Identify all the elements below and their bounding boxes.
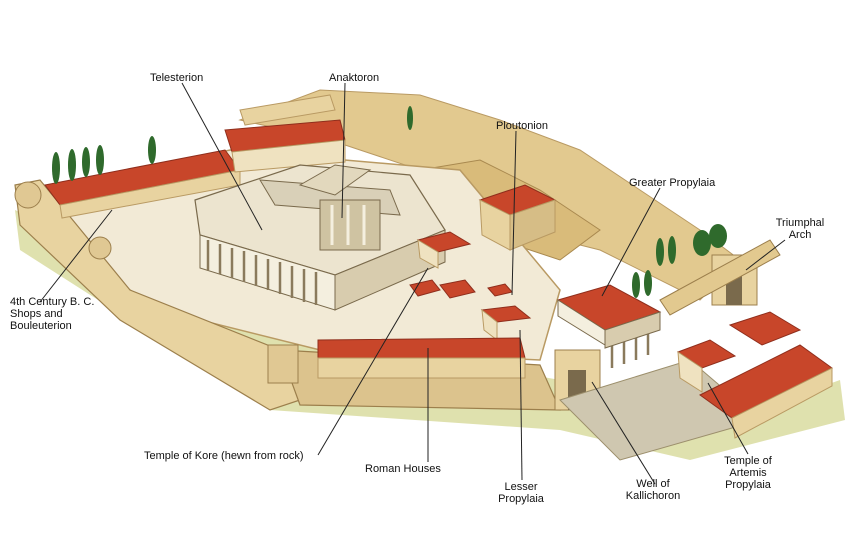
leader-ploutonion (511, 130, 517, 296)
label-triumphal-arch-line2: Arch (788, 229, 812, 241)
cypress-tree (96, 145, 104, 175)
leader-telesterion (181, 82, 263, 231)
cypress-tree (693, 230, 711, 256)
label-lesser-propylaia: Lesser Propylaia (490, 481, 552, 505)
leader-lines (39, 82, 786, 485)
label-anaktoron: Anaktoron (329, 72, 380, 84)
label-artemis-line2: Artemis (729, 467, 767, 479)
label-triumphal-arch: Triumphal Arch (772, 217, 828, 241)
cypress-tree (709, 224, 727, 248)
label-well-line1: Well of (636, 478, 670, 490)
cypress-tree (644, 270, 652, 296)
label-lesser-line1: Lesser (504, 481, 538, 493)
label-artemis-line3: Propylaia (725, 479, 771, 491)
label-temple-of-artemis: Temple of Artemis Propylaia (712, 455, 784, 491)
anaktoron-chamber (298, 164, 372, 196)
label-telesterion: Telesterion (150, 72, 204, 84)
cypress-tree (632, 272, 640, 298)
label-greater-propylaia: Greater Propylaia (629, 177, 716, 189)
small-temple-body (417, 239, 439, 269)
southeast-stoa-front (731, 367, 833, 439)
east-wall (659, 239, 781, 316)
label-shops-line1: 4th Century B. C. (10, 296, 95, 308)
label-ploutonion: Ploutonion (496, 120, 548, 132)
wall-tower-southwest (88, 236, 112, 260)
cypress-tree (407, 106, 413, 130)
cypress-tree (82, 147, 90, 177)
leader-anaktoron (341, 82, 346, 219)
north-stoa-front (231, 139, 346, 173)
label-well-line2: Kallichoron (625, 490, 681, 502)
cypress-tree (52, 152, 60, 184)
anaktoron (319, 199, 381, 251)
leader-well (591, 381, 656, 485)
telesterion-side (334, 229, 446, 311)
label-well-of-kallichoron: Well of Kallichoron (612, 478, 694, 502)
wall-tower-south (267, 344, 299, 384)
label-shops-line3: Bouleuterion (10, 320, 72, 332)
small-temple-roof (409, 279, 441, 297)
leader-lesser-propylaia (519, 329, 523, 481)
cypress-tree (148, 136, 156, 164)
ploutonion-side (509, 199, 556, 251)
label-roman-houses: Roman Houses (365, 463, 441, 475)
greater-propylaia-side (604, 311, 661, 349)
north-wall (239, 94, 336, 126)
anaktoron-columns (330, 205, 366, 245)
leader-shops (39, 209, 113, 303)
telesterion-colonnade (206, 240, 318, 305)
roman-houses-roof (317, 337, 526, 359)
label-shops-bouleuterion: 4th Century B. C. Shops and Bouleuterion (10, 296, 94, 332)
label-temple-of-kore: Temple of Kore (hewn from rock) (144, 450, 304, 462)
wall-tower-west (14, 181, 42, 209)
label-lesser-line2: Propylaia (498, 493, 544, 505)
leader-triumphal-arch (745, 239, 786, 271)
cypress-tree (656, 238, 664, 266)
east-stoa-roof (728, 311, 802, 346)
cypress-tree (68, 149, 76, 181)
roman-houses-front (317, 357, 526, 379)
leader-greater-propylaia (601, 187, 661, 297)
leader-temple-kore (317, 267, 429, 456)
cypress-tree (668, 236, 676, 264)
label-triumphal-arch-line1: Triumphal (775, 217, 825, 229)
label-shops-line2: Shops and (10, 308, 63, 320)
small-temple-roof (439, 279, 476, 299)
leader-artemis (707, 382, 749, 455)
label-artemis-line1: Temple of (724, 455, 772, 467)
artemis-temple-body (677, 351, 703, 393)
